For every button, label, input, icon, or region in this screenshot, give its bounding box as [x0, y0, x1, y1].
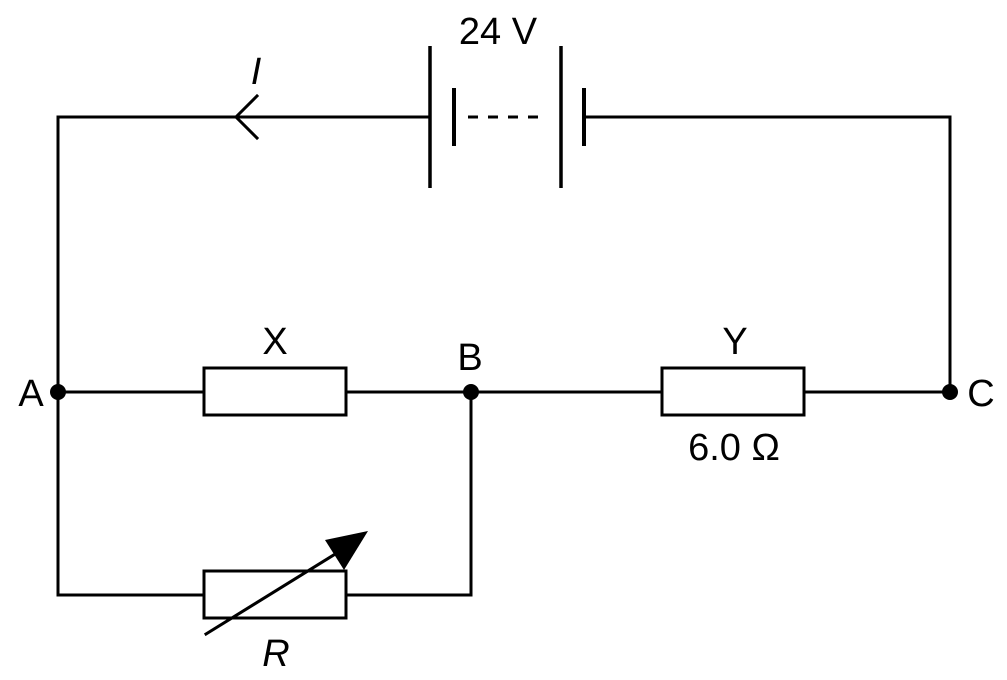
node-c-label: C — [967, 373, 994, 415]
resistor-y-label: Y — [722, 321, 747, 363]
node-b — [463, 384, 479, 400]
battery-emf-label: 24 V — [459, 11, 538, 53]
wire-a-r — [56, 390, 206, 597]
node-a — [50, 384, 66, 400]
resistor-x-label: X — [262, 321, 287, 363]
resistor-r-label: R — [262, 633, 289, 675]
variable-resistor-arrow-icon — [203, 531, 368, 637]
wire-top-right — [582, 115, 952, 394]
resistor-x — [202, 366, 348, 417]
resistor-r — [202, 569, 348, 620]
node-a-label: A — [18, 373, 44, 415]
resistor-y — [660, 366, 806, 417]
current-label: I — [251, 51, 262, 93]
node-c — [942, 384, 958, 400]
wire-r-b — [344, 390, 473, 597]
battery — [428, 46, 586, 188]
resistor-y-value: 6.0 Ω — [688, 427, 780, 469]
wire-top-left — [56, 115, 432, 394]
current-arrow-icon — [233, 93, 260, 141]
node-b-label: B — [457, 337, 482, 379]
